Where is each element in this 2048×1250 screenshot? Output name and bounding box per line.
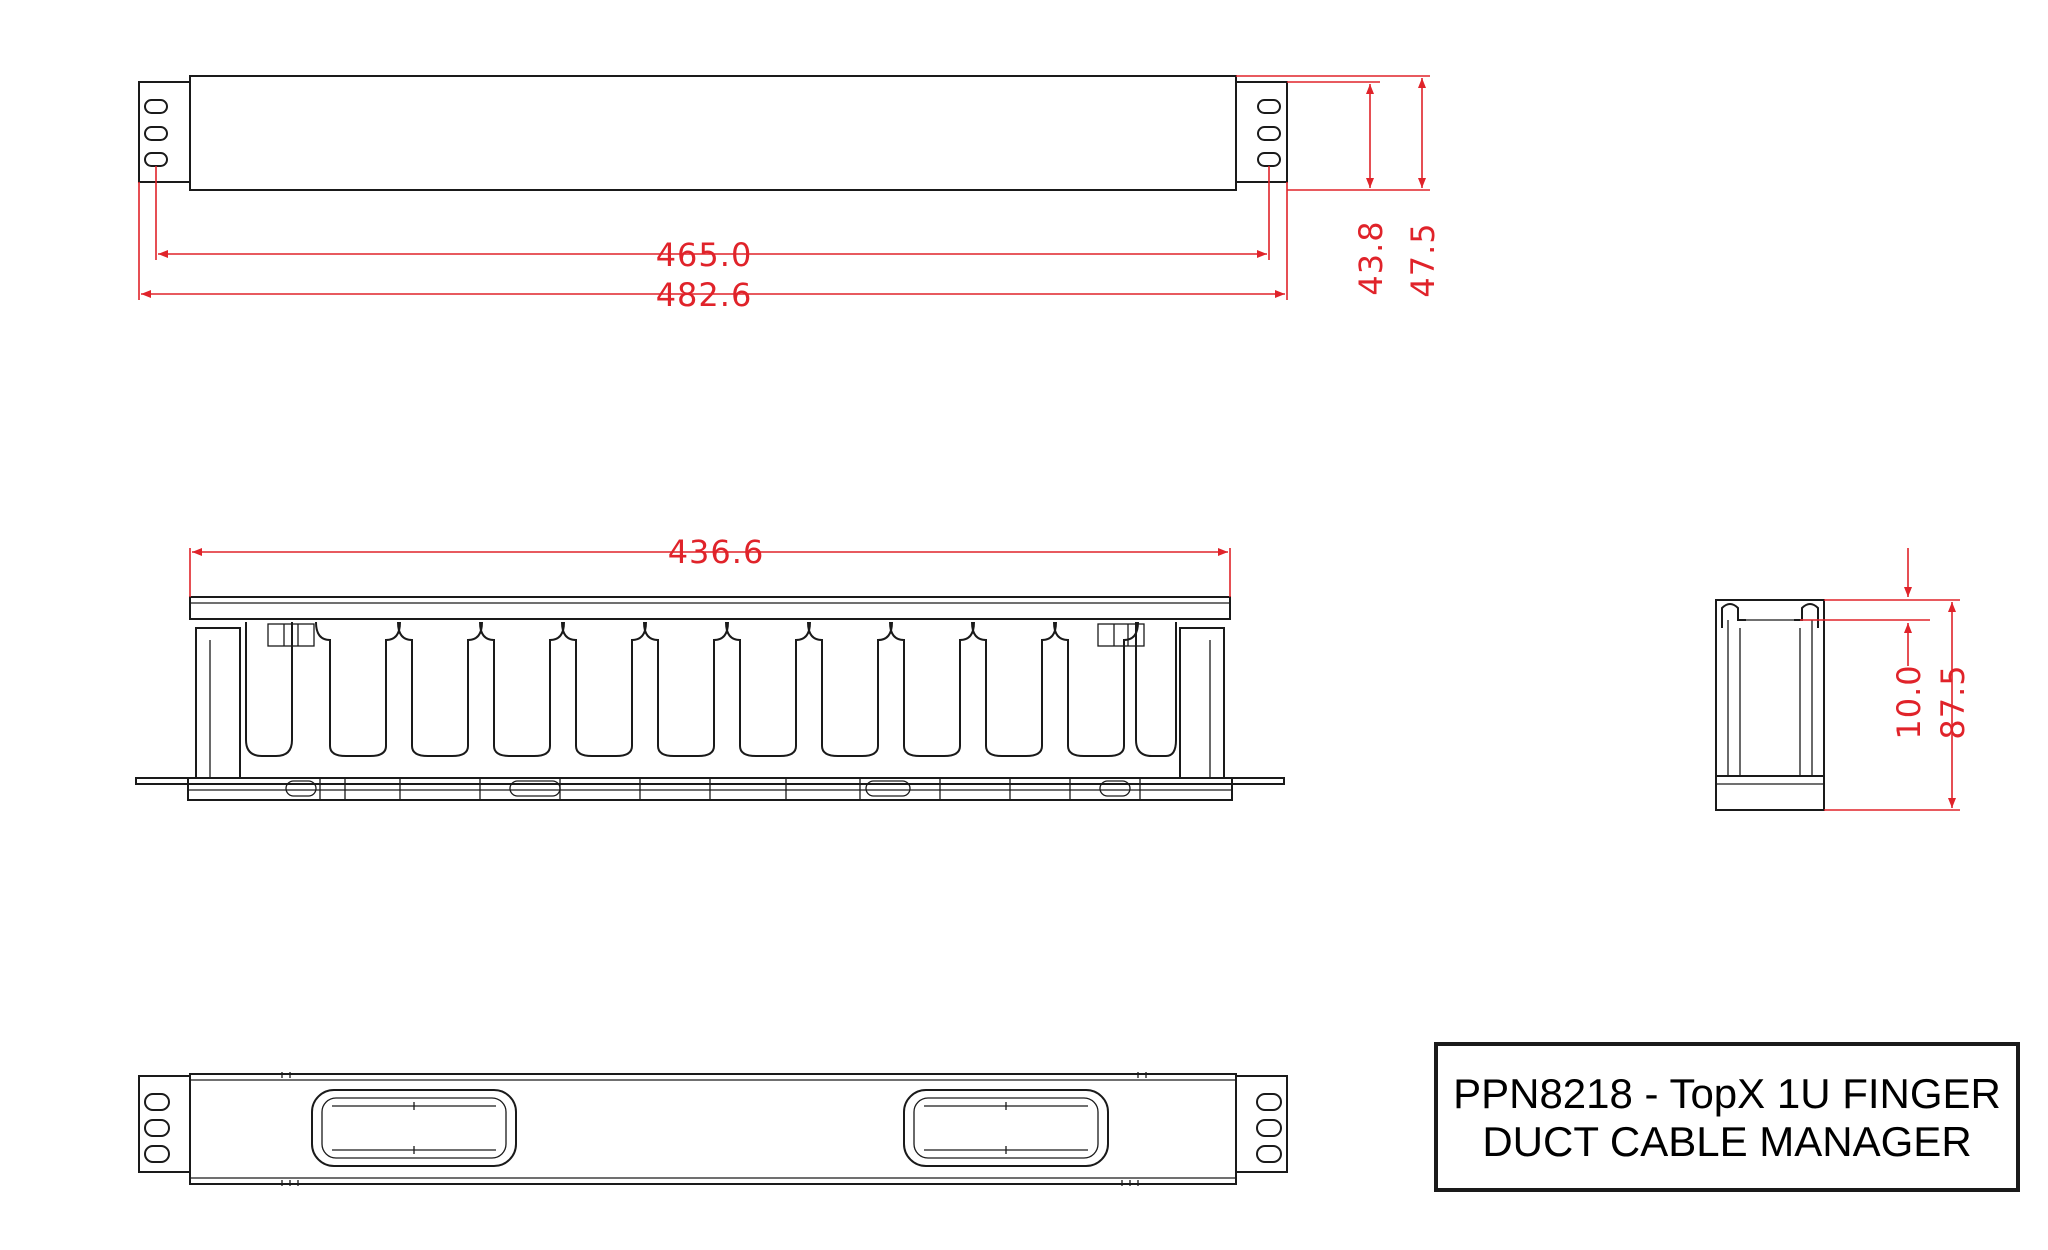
side-view: 10.0 87.5 (1715, 548, 1972, 811)
dim-label-465: 465.0 (656, 236, 753, 274)
dim-label-87: 87.5 (1934, 664, 1972, 739)
dim-label-436: 436.6 (668, 533, 765, 571)
side-body (1715, 599, 1825, 811)
title-line-1: PPN8218 - TopX 1U FINGER (1453, 1070, 2001, 1117)
finger-view: 436.6 (135, 533, 1285, 801)
dim-label-43: 43.8 (1352, 220, 1390, 295)
front-panel-body (189, 75, 1237, 191)
right-post (1179, 627, 1225, 779)
dim-label-482: 482.6 (656, 276, 753, 314)
title-block: PPN8218 - TopX 1U FINGER DUCT CABLE MANA… (1434, 1042, 2020, 1192)
base-slots (285, 778, 1141, 800)
left-rack-ear (138, 81, 190, 183)
rear-view (138, 1072, 1288, 1186)
side-base (1715, 775, 1825, 811)
rear-cable-opening-right (903, 1089, 1109, 1167)
top-rail (189, 596, 1231, 620)
right-ear-slots (1257, 99, 1281, 167)
left-ear-slots (144, 99, 168, 167)
dim-label-10: 10.0 (1890, 664, 1928, 739)
right-rack-ear (1236, 81, 1288, 183)
rear-panel-body (189, 1073, 1237, 1185)
rear-left-ear-holes (144, 1093, 170, 1163)
rear-left-ear (138, 1075, 190, 1173)
left-post (195, 627, 241, 779)
rear-cable-opening-left (311, 1089, 517, 1167)
front-view: 465.0 482.6 43.8 47.5 (138, 75, 1442, 314)
title-line-2: DUCT CABLE MANAGER (1482, 1118, 1971, 1165)
dim-label-47: 47.5 (1404, 222, 1442, 297)
finger-slots (245, 621, 1177, 757)
title-box (1434, 1042, 2020, 1192)
side-left-clip (1721, 603, 1746, 628)
rear-rivet-marks (281, 1072, 1147, 1186)
rear-right-ear (1236, 1075, 1288, 1173)
side-right-clip (1794, 603, 1819, 628)
bottom-flange (135, 777, 1285, 785)
rear-right-ear-holes (1256, 1093, 1282, 1163)
